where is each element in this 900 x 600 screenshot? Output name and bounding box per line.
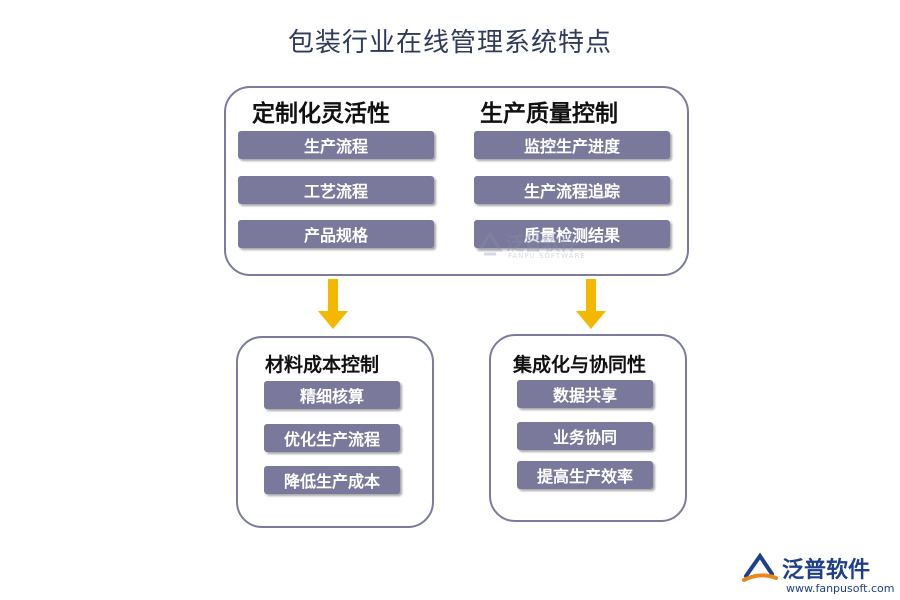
heading-customization: 定制化灵活性 <box>252 101 390 127</box>
brand-logo-icon <box>742 552 778 582</box>
arrow-down-left-icon <box>318 279 348 329</box>
watermark: 泛普软件 FANPU SOFTWARE <box>476 230 585 262</box>
arrow-down-right-icon <box>576 279 606 329</box>
item-monitor-progress: 监控生产进度 <box>474 131 670 159</box>
brand-logo-url: www.fanpusoft.com <box>786 582 895 595</box>
watermark-logo-icon <box>477 231 503 256</box>
item-production-process: 生产流程 <box>238 131 434 159</box>
item-reduce-cost: 降低生产成本 <box>264 466 400 494</box>
item-data-sharing: 数据共享 <box>517 380 653 408</box>
watermark-text: 泛普软件 <box>506 234 578 255</box>
item-business-collab: 业务协同 <box>517 422 653 450</box>
brand-logo: 泛普软件 www.fanpusoft.com <box>742 552 894 595</box>
item-fine-accounting: 精细核算 <box>264 381 400 409</box>
brand-logo-text: 泛普软件 <box>782 558 871 583</box>
item-product-spec: 产品规格 <box>238 220 434 248</box>
item-quality-results: 质量检测结果 <box>474 220 670 248</box>
item-optimize-process: 优化生产流程 <box>264 424 400 452</box>
heading-cost-control: 材料成本控制 <box>265 354 380 376</box>
page-title: 包装行业在线管理系统特点 <box>287 28 612 58</box>
item-process-tracking: 生产流程追踪 <box>474 176 670 204</box>
item-improve-efficiency: 提高生产效率 <box>517 461 653 489</box>
heading-integration: 集成化与协同性 <box>513 354 647 376</box>
watermark-subtext: FANPU SOFTWARE <box>508 252 586 260</box>
heading-quality-control: 生产质量控制 <box>480 101 618 127</box>
item-craft-process: 工艺流程 <box>238 176 434 204</box>
